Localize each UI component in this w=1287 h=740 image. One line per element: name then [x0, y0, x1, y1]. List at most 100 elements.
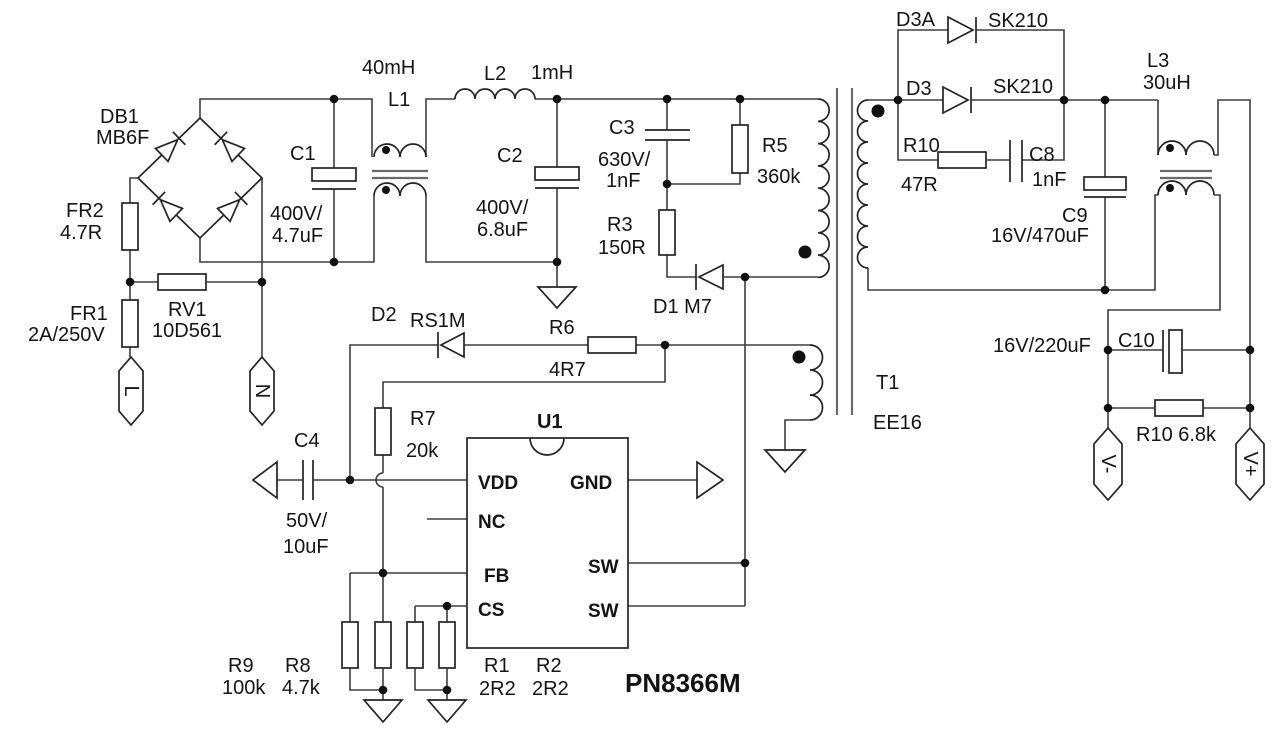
label-rv1-ref: RV1	[168, 299, 207, 321]
ic-u1	[466, 437, 629, 649]
labels: DB1 MB6F FR2 4.7R FR1 2A/250V RV1 10D561…	[28, 9, 1261, 700]
label-l3-val: 30uH	[1143, 72, 1191, 94]
transformer-t1	[792, 88, 885, 421]
bridge-rectifier-db1	[136, 116, 264, 240]
label-u1-ref: U1	[537, 411, 563, 433]
label-c3-ref: C3	[609, 117, 635, 139]
label-pin-cs: CS	[478, 600, 504, 621]
label-r1-val: 2R2	[479, 678, 516, 700]
resistor-r2	[438, 621, 456, 669]
label-d1-ref: D1 M7	[653, 296, 712, 318]
t1-aux-dot	[792, 350, 806, 364]
resistor-r9	[341, 621, 359, 669]
ground-aux	[763, 449, 807, 474]
label-c2-val2: 6.8uF	[477, 219, 528, 241]
label-l3-ref: L3	[1147, 50, 1169, 72]
label-r8-ref: R8	[285, 655, 311, 677]
label-c9-ref: C9	[1062, 205, 1088, 227]
diode-d2	[437, 331, 465, 359]
label-c1-val1: 400V/	[270, 203, 323, 225]
diode-d3	[942, 85, 972, 115]
label-l2-ref: L2	[484, 63, 506, 85]
label-c2-ref: C2	[497, 145, 523, 167]
resistor-r8	[374, 621, 392, 669]
label-d3a-ref: D3A	[896, 9, 936, 31]
terminal-l	[118, 355, 144, 427]
capacitor-c8	[1009, 140, 1023, 182]
label-fr1-val: 2A/250V	[28, 324, 105, 346]
label-c10-ref: C10	[1118, 330, 1155, 352]
label-r1-ref: R1	[484, 655, 510, 677]
label-l2-val: 1mH	[531, 62, 573, 84]
label-r10b: R10 6.8k	[1136, 424, 1217, 446]
label-r2-val: 2R2	[532, 678, 569, 700]
label-pin-sw1: SW	[588, 557, 619, 578]
label-fr2-ref: FR2	[66, 200, 104, 222]
capacitor-c2	[534, 166, 580, 189]
resistor-r1	[406, 621, 424, 669]
ground-cs	[426, 699, 468, 724]
t1-primary-winding	[817, 98, 830, 279]
label-r10a-ref: R10	[903, 135, 940, 157]
label-part-number: PN8366M	[625, 668, 741, 698]
label-db1-ref: DB1	[100, 106, 139, 128]
ground-symbols	[251, 286, 807, 724]
resistor-fr1	[121, 299, 139, 348]
label-d3-val: SK210	[993, 76, 1053, 98]
label-fr2-val: 4.7R	[60, 222, 102, 244]
capacitor-c9	[1083, 176, 1127, 198]
terminal-vplus	[1235, 426, 1265, 502]
label-c4-ref: C4	[294, 430, 320, 452]
label-c4-val1: 50V/	[286, 510, 328, 532]
label-pin-vdd: VDD	[478, 473, 518, 494]
t1-aux-winding	[809, 344, 824, 421]
label-db1-val: MB6F	[96, 127, 149, 149]
choke-l1	[372, 143, 428, 197]
label-c3-val1: 630V/	[598, 149, 651, 171]
label-c8-val: 1nF	[1032, 169, 1066, 191]
label-l1-ref: L1	[388, 89, 410, 111]
label-c10-val: 16V/220uF	[993, 335, 1091, 357]
capacitor-c1	[311, 167, 357, 190]
terminals	[118, 355, 1265, 502]
label-l1-val: 40mH	[362, 57, 415, 79]
label-r2-ref: R2	[536, 655, 562, 677]
ground-c2	[536, 286, 578, 310]
label-r7-ref: R7	[410, 408, 436, 430]
label-r6-ref: R6	[549, 317, 575, 339]
terminal-n	[249, 355, 275, 427]
resistor-r5	[731, 124, 749, 174]
resistors	[121, 124, 1204, 669]
label-d2-ref: D2	[371, 304, 397, 326]
label-r5-ref: R5	[762, 135, 788, 157]
label-term-vminus: V-	[1097, 455, 1119, 474]
label-c3-val2: 1nF	[606, 170, 640, 192]
ic-notch	[529, 437, 565, 456]
label-r3-val: 150R	[598, 237, 646, 259]
inductor-l2	[454, 88, 536, 100]
varistor-rv1	[157, 273, 207, 291]
label-c8-ref: C8	[1029, 144, 1055, 166]
t1-primary-dot	[798, 245, 812, 259]
arrow-terminal-gnd	[696, 460, 725, 500]
label-fr1-ref: FR1	[70, 303, 108, 325]
label-r7-val: 20k	[406, 440, 439, 462]
junction-dots	[125, 94, 1255, 695]
label-term-n: N	[251, 384, 273, 398]
resistor-r10-snubber	[937, 151, 987, 169]
label-pin-gnd: GND	[570, 473, 612, 494]
label-r8-val: 4.7k	[282, 677, 321, 699]
resistor-r7	[374, 407, 392, 456]
label-c1-val2: 4.7uF	[272, 225, 323, 247]
resistor-r6	[587, 336, 637, 354]
resistor-fr2	[121, 202, 139, 251]
label-pin-nc: NC	[478, 512, 506, 533]
capacitor-c4	[302, 460, 314, 500]
label-r6-val: 4R7	[549, 359, 586, 381]
resistor-r3	[658, 209, 676, 256]
label-c4-val2: 10uF	[283, 536, 329, 558]
capacitors	[302, 129, 1183, 500]
capacitor-c10	[1162, 329, 1183, 374]
